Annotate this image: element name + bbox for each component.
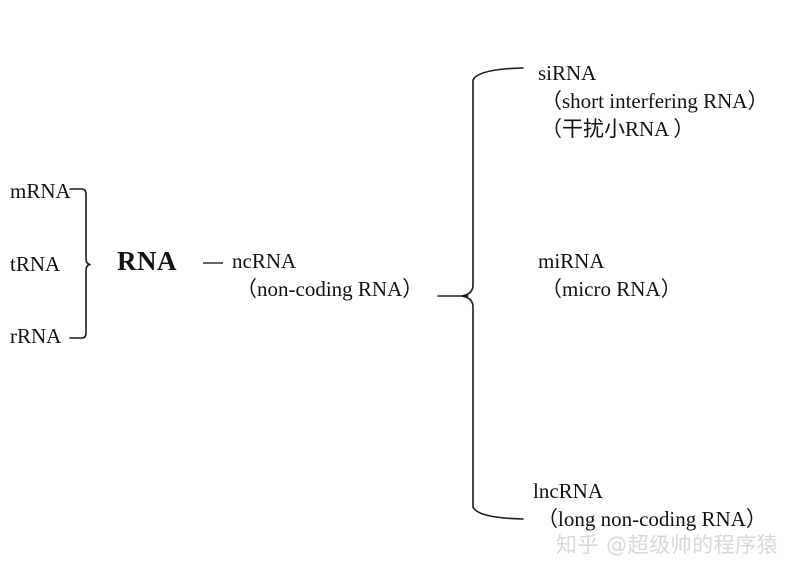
node-lncrna-sublabel-en: （long non-coding RNA） bbox=[537, 507, 767, 531]
right-brace bbox=[461, 67, 524, 520]
node-trna: tRNA bbox=[10, 252, 61, 276]
node-mirna-sublabel-en: （micro RNA） bbox=[541, 277, 682, 301]
node-ncrna-sublabel: （non-coding RNA） bbox=[236, 277, 424, 301]
node-mrna: mRNA bbox=[10, 179, 71, 203]
zhihu-watermark: 知乎 @超级帅的程序猿 bbox=[556, 533, 779, 557]
node-sirna-sublabel-en: （short interfering RNA） bbox=[541, 89, 769, 113]
node-rrna: rRNA bbox=[10, 324, 62, 348]
node-mirna: miRNA bbox=[538, 249, 605, 273]
node-lncrna: lncRNA bbox=[533, 479, 603, 503]
node-sirna-sublabel-zh: （干扰小RNA ） bbox=[541, 117, 695, 141]
node-ncrna: ncRNA bbox=[232, 249, 297, 273]
node-rna-root: RNA bbox=[117, 246, 177, 276]
left-bracket bbox=[69, 188, 91, 339]
node-sirna: siRNA bbox=[538, 61, 597, 85]
